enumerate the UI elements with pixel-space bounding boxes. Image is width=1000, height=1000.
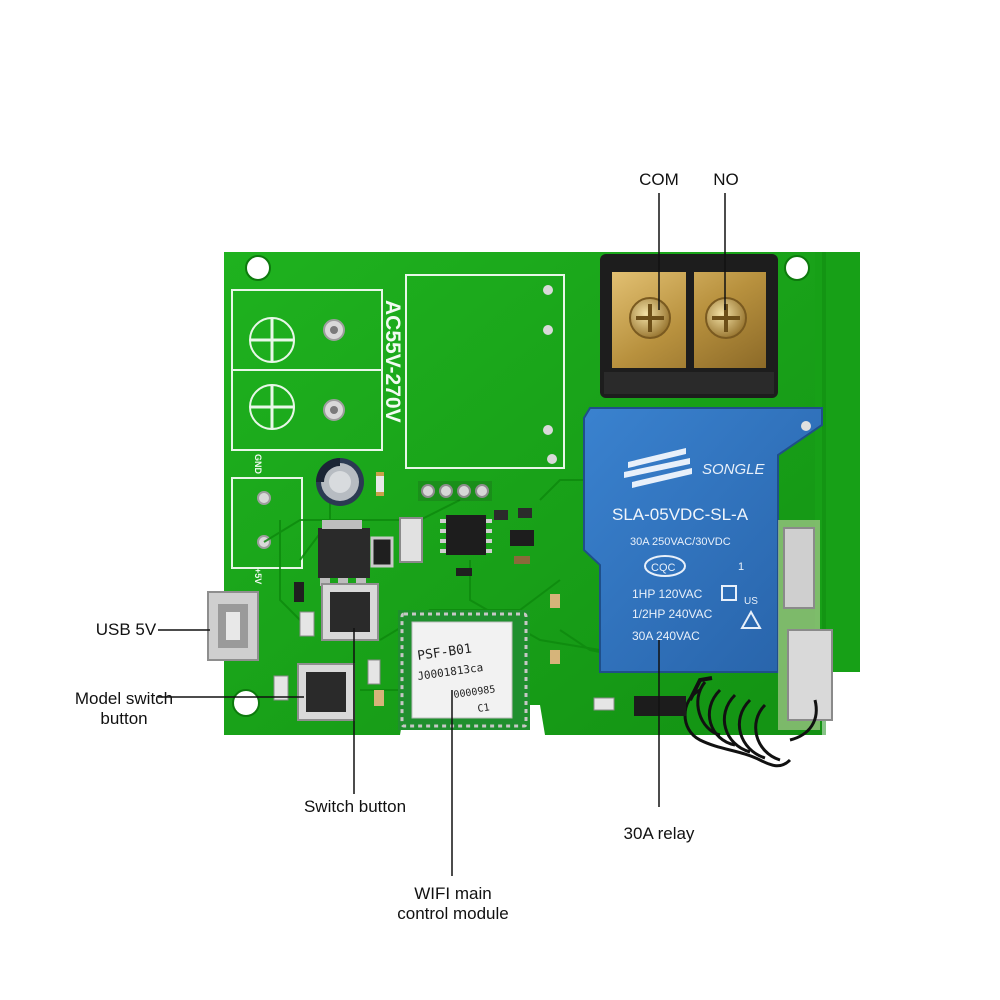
ul-mark-icon (721, 585, 737, 601)
songle-logo-icon (624, 448, 692, 488)
callout-lines (158, 193, 726, 876)
mounting-hole (245, 255, 271, 281)
smd-components (273, 472, 615, 711)
led-header (634, 696, 686, 716)
wifi-module (398, 610, 530, 730)
mode-switch-label: Model switch button (74, 689, 174, 728)
usb-connector (207, 591, 259, 661)
ac-input-terminal (231, 289, 383, 451)
plus5v-silkscreen: +5V (253, 568, 263, 584)
no-label: NO (713, 170, 739, 189)
coiled-antenna (683, 676, 818, 768)
load-terminal (600, 254, 778, 398)
rf-receiver (778, 520, 833, 730)
mounting-hole (232, 689, 260, 717)
relay-cqc: CQC (651, 562, 676, 574)
switch-button-label: Switch button (303, 797, 407, 816)
capacitor (316, 458, 364, 506)
relay-model: SLA-05VDC-SL-A (612, 505, 749, 524)
dc-terminal (231, 477, 303, 569)
relay-rating1: 30A 250VAC/30VDC (630, 536, 731, 548)
relay-footprint (405, 274, 565, 469)
switch-button-part (321, 583, 379, 641)
com-label: COM (639, 170, 679, 189)
usb-label: USB 5V (95, 620, 157, 639)
relay-body (583, 407, 823, 673)
relay-brand: SONGLE (702, 461, 766, 478)
wifi-module-label: WIFI main control module (397, 884, 509, 923)
relay-rating4: 30A 240VAC (632, 629, 700, 643)
module-line4: C1 (477, 702, 490, 715)
mounting-hole (784, 255, 810, 281)
relay-num: 1 (738, 561, 744, 573)
header-pins (418, 481, 492, 501)
gnd-silkscreen: GND (253, 454, 263, 475)
mode-switch-button-part (297, 663, 355, 721)
voltage-silkscreen: AC55V-270V (381, 300, 404, 423)
relay-rating2: 1HP 120VAC (632, 587, 703, 601)
relay-label: 30A relay (623, 824, 695, 843)
relay-us: US (744, 596, 758, 607)
warning-triangle-icon (740, 609, 762, 629)
relay-rating3: 1/2HP 240VAC (632, 607, 713, 621)
